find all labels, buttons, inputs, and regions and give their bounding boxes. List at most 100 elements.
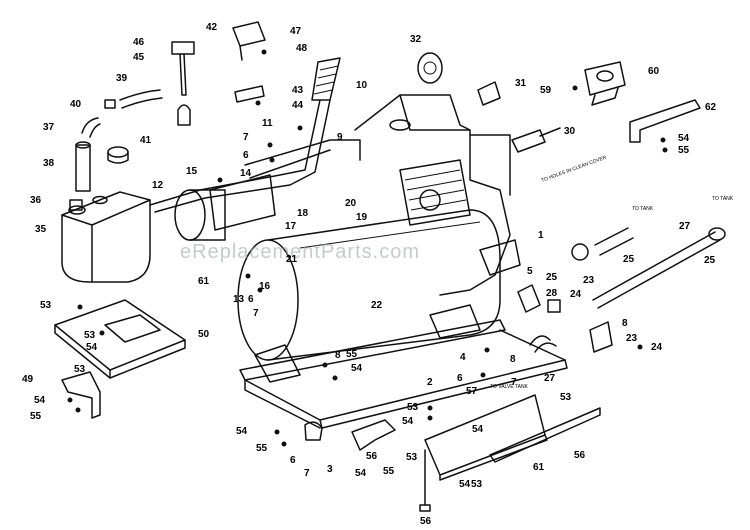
- callout-56: 56: [366, 451, 378, 462]
- plate-59: [424, 394, 548, 481]
- callout-55: 56: [574, 450, 586, 461]
- elbow-36: [81, 117, 101, 138]
- callout-49: 49: [22, 374, 34, 385]
- callout-59: 61: [533, 462, 545, 473]
- callout-42: 43: [292, 85, 304, 96]
- bracket-46: [232, 21, 266, 61]
- callout-50e: 53: [406, 452, 418, 463]
- callout-51d: 54: [34, 395, 46, 406]
- bracket-56: [351, 419, 396, 451]
- callout-53: 61: [198, 276, 210, 287]
- callout-35: 36: [30, 195, 42, 206]
- valve-61: [584, 61, 626, 106]
- callout-41: 42: [206, 22, 218, 33]
- callout-50a: 53: [40, 300, 52, 311]
- callout-22: 22: [371, 300, 383, 311]
- frame-48: [54, 299, 186, 379]
- callout-21: 21: [286, 254, 298, 265]
- callout-8b: 8: [510, 354, 516, 365]
- callout-43: 44: [292, 100, 304, 111]
- callout-2: 2: [427, 377, 433, 388]
- callout-28c: 25: [546, 272, 558, 283]
- callout-62: 62: [705, 102, 717, 113]
- bracket-62: [629, 99, 701, 143]
- base-frame-2: [239, 319, 568, 429]
- exhaust-pipe-9: [149, 99, 361, 213]
- callout-7b: 7: [253, 308, 259, 319]
- callout-23: 23: [626, 333, 638, 344]
- note-to-tank-left: TO TANK: [632, 206, 654, 212]
- callout-51f: 54: [472, 424, 484, 435]
- valve-31: [511, 127, 561, 153]
- callout-12: 12: [152, 180, 164, 191]
- callout-6b: 6: [248, 294, 254, 305]
- fitting-32: [477, 81, 501, 106]
- callout-19: 19: [356, 212, 368, 223]
- callout-46: 47: [290, 26, 302, 37]
- callout-32: 31: [515, 78, 527, 89]
- callout-30: 28: [546, 288, 558, 299]
- rail-55: [489, 407, 601, 463]
- callout-13: 13: [233, 294, 245, 305]
- callout-9: 9: [337, 132, 343, 143]
- callout-39: 40: [70, 99, 82, 110]
- air-cleaner-12: [174, 189, 226, 241]
- callout-58: 56: [420, 516, 432, 527]
- callout-51g: 54: [236, 426, 248, 437]
- callout-50c: 53: [74, 364, 86, 375]
- elbow-27: [529, 335, 557, 353]
- callout-51b: 54: [351, 363, 363, 374]
- callout-28a: 25: [623, 254, 635, 265]
- callout-11: 11: [262, 118, 273, 129]
- callout-15: 15: [186, 166, 198, 177]
- callout-1: 1: [538, 230, 544, 241]
- callout-51h: 54: [355, 468, 367, 479]
- callout-51c: 54: [86, 342, 98, 353]
- callout-54: 53: [560, 392, 572, 403]
- bracket-49: [61, 371, 101, 419]
- hanger-41: [171, 41, 195, 126]
- callout-60: 59: [540, 85, 552, 96]
- callout-37: 38: [43, 158, 55, 169]
- cap-40: [107, 146, 129, 164]
- hose-28: [517, 284, 541, 313]
- callout-34: 35: [35, 224, 47, 235]
- callout-5: 5: [527, 266, 533, 277]
- callout-40: 41: [140, 135, 152, 146]
- callout-52c: 55: [30, 411, 42, 422]
- watermark: eReplacementParts.com: [180, 241, 420, 263]
- fuel-gauge-35: [69, 199, 83, 211]
- callout-7c: 7: [511, 377, 517, 388]
- callout-29: 27: [679, 221, 691, 232]
- bolt-58: [419, 449, 431, 512]
- note-to-tank-right: TO TANK: [712, 196, 734, 202]
- callout-38: 39: [116, 73, 128, 84]
- callout-24a: 24: [570, 289, 582, 300]
- callout-48: 50: [198, 329, 210, 340]
- callout-6c: 6: [457, 373, 463, 384]
- engine: [354, 94, 521, 296]
- callout-50d: 53: [407, 402, 419, 413]
- callout-6a: 6: [243, 150, 249, 161]
- muffler-10: [311, 57, 341, 101]
- clamp-39: [104, 99, 116, 109]
- fill-tube-37: [75, 141, 91, 192]
- callout-labels: 46 45 42 47 48 39 40 43 44 10 37 41 11 7…: [22, 22, 717, 527]
- callout-3: 3: [327, 464, 333, 475]
- tank-foot: [254, 304, 481, 383]
- callout-20: 20: [345, 198, 357, 209]
- hose-25: [571, 227, 634, 261]
- callout-44: 45: [133, 52, 145, 63]
- callout-51i: 54: [459, 479, 471, 490]
- callout-52e: 55: [383, 466, 395, 477]
- regulator-33: [417, 52, 443, 84]
- callout-7d: 7: [304, 468, 310, 479]
- callout-51a: 54: [678, 133, 690, 144]
- bracket-42: [234, 85, 265, 103]
- callout-52a: 55: [678, 145, 690, 156]
- tube-29: [592, 227, 726, 309]
- callout-18: 18: [297, 208, 309, 219]
- bracket-14: [209, 174, 276, 231]
